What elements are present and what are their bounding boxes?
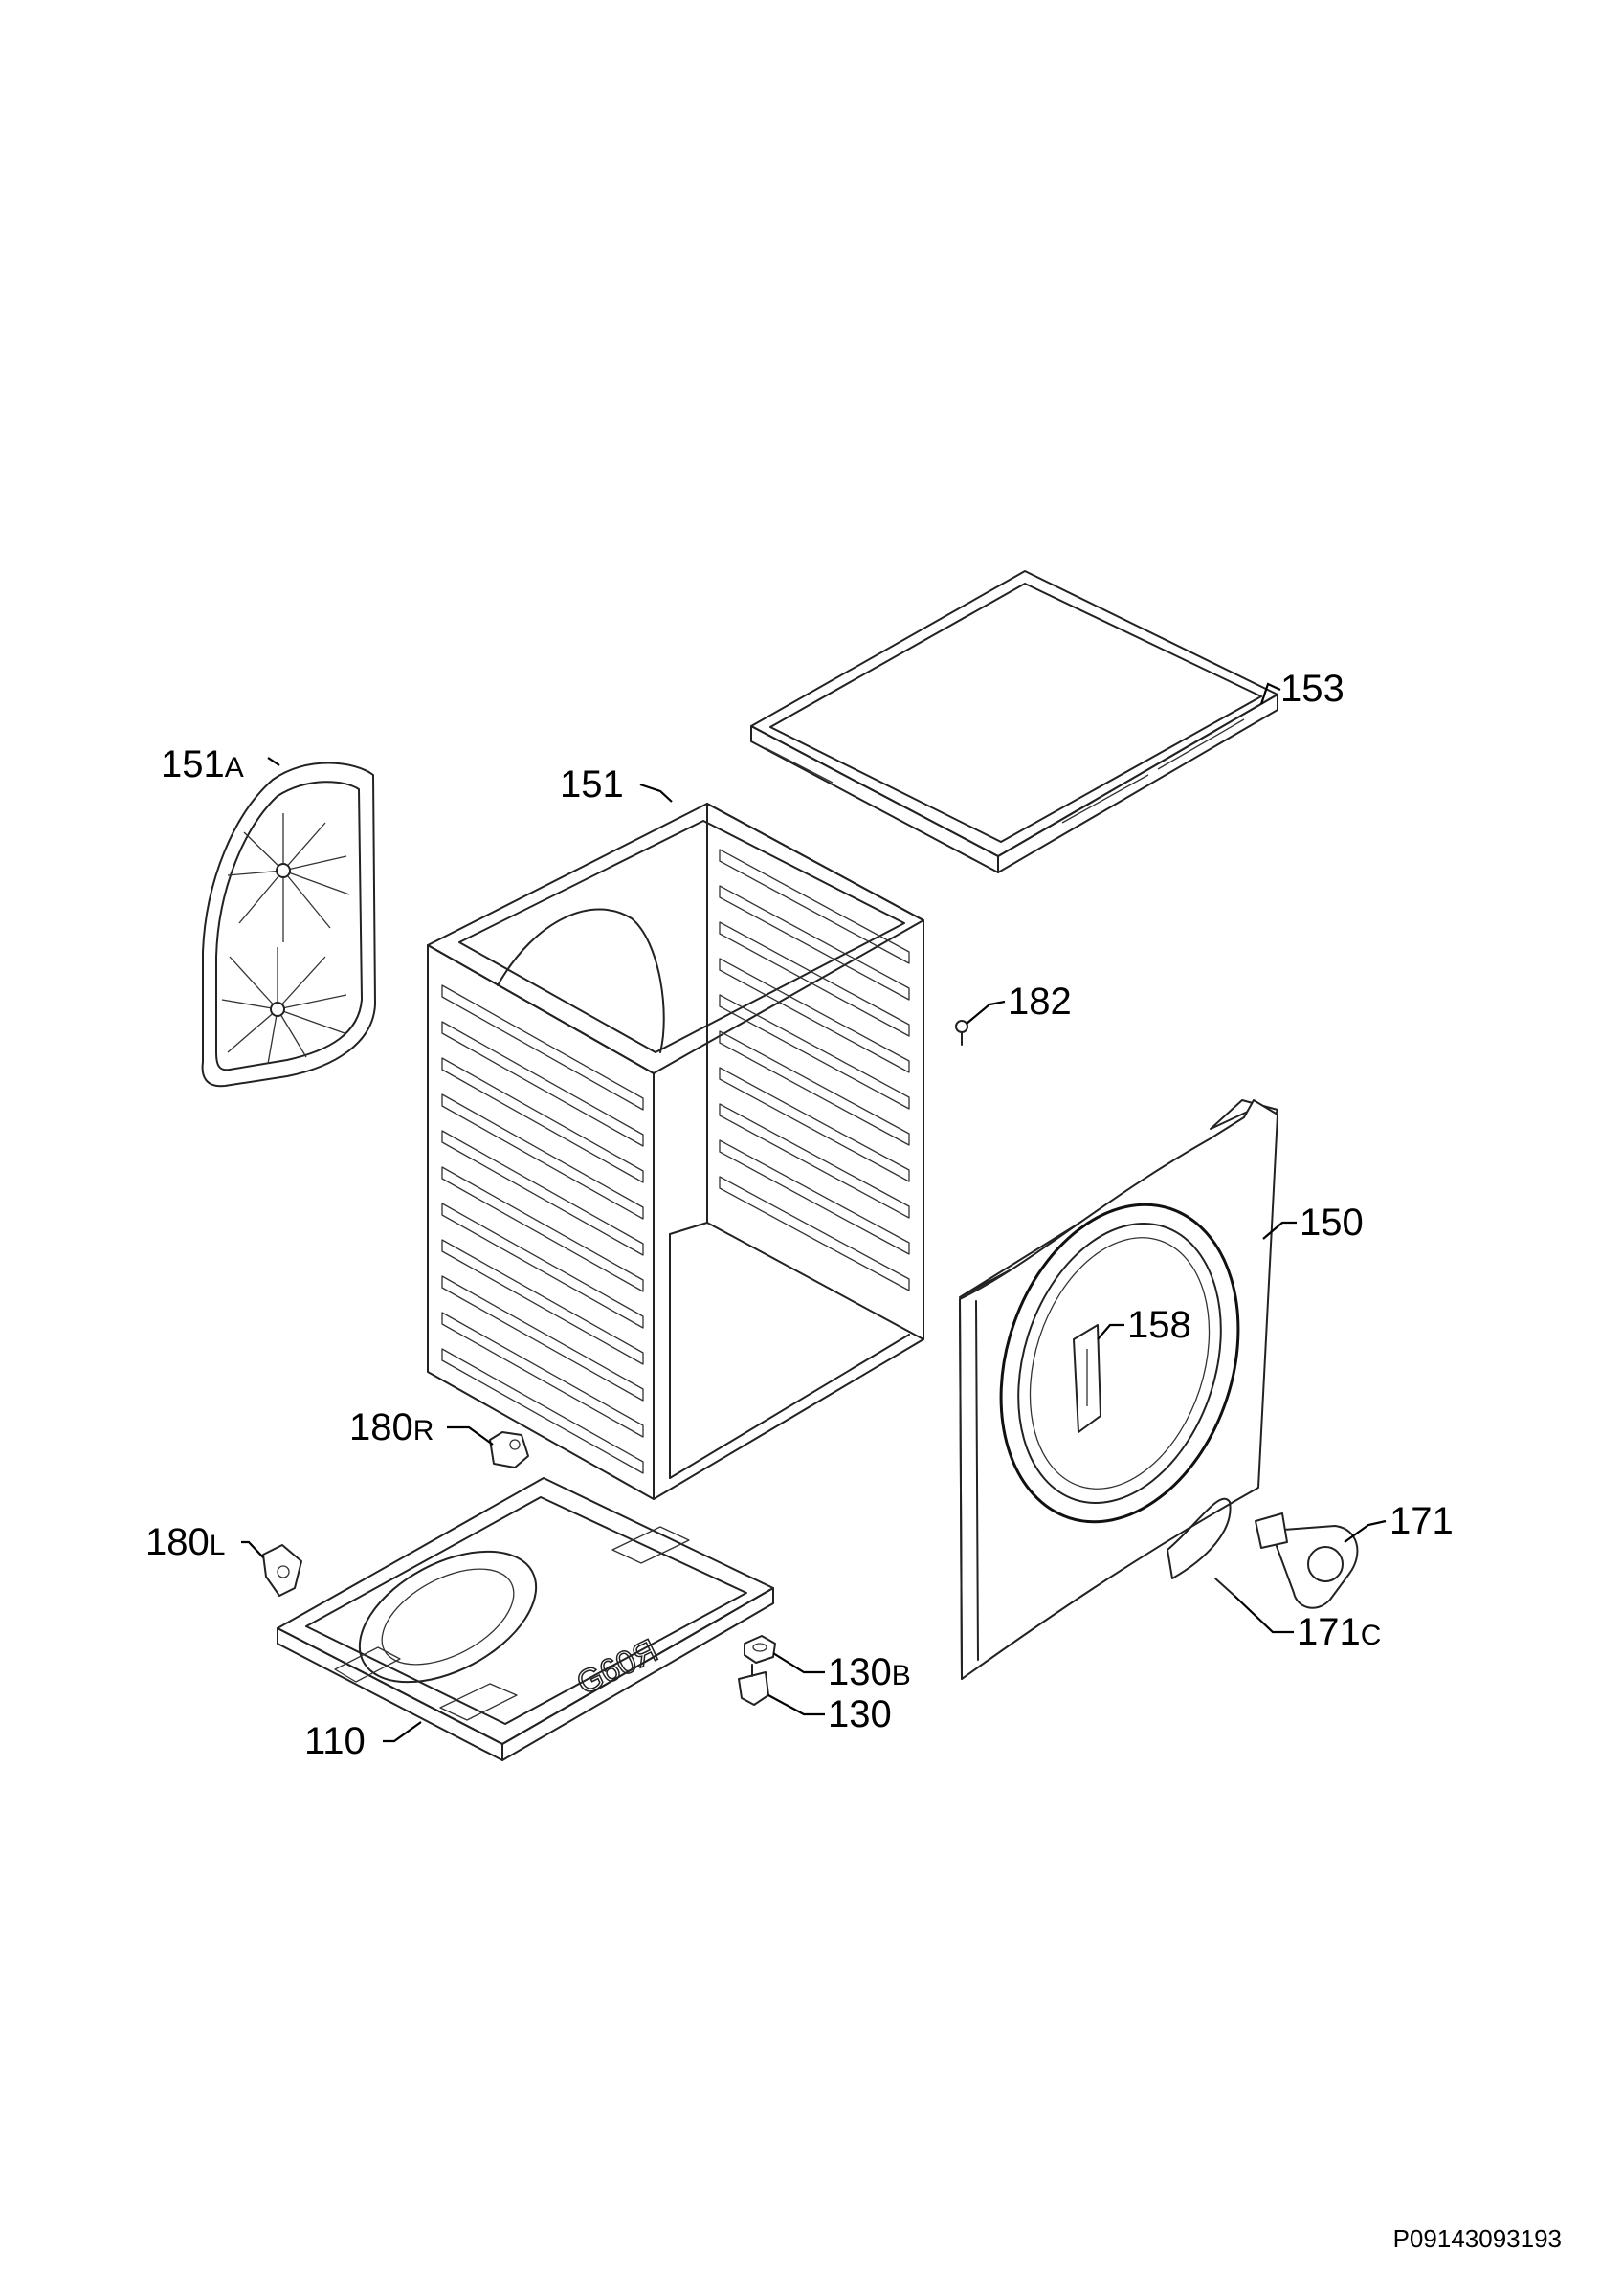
label-153: 153 [1280,668,1345,710]
label-180R: 180R [349,1406,434,1448]
label-180L: 180L [145,1521,225,1563]
part-110-base-frame [277,1477,774,1761]
part-171-door-lock [1255,1512,1359,1609]
part-153-top-cover [750,570,1278,873]
label-110: 110 [304,1720,366,1762]
label-130: 130 [828,1693,892,1735]
label-171C: 171C [1297,1611,1381,1653]
part-171C-lock-cable [1214,1578,1235,1597]
part-182-screw [955,1020,968,1046]
part-158-door-catch-plate [1073,1324,1101,1433]
part-180R-hinge-right [489,1431,529,1468]
label-171: 171 [1390,1500,1454,1542]
label-130B: 130B [828,1651,911,1693]
part-130B-foot-nut [744,1635,776,1664]
part-180L-hinge-left [262,1544,302,1597]
part-151A-rear-panel [201,762,376,1088]
leader-lines [241,682,1387,1743]
part-151-cabinet [427,803,924,1500]
label-151: 151 [560,763,624,806]
part-150-front-panel [959,1099,1278,1680]
label-151A: 151A [161,743,244,785]
label-158: 158 [1127,1304,1191,1346]
label-182: 182 [1008,981,1072,1023]
label-150: 150 [1300,1202,1364,1244]
drawing-code: P09143093193 [1392,2224,1562,2253]
part-130-adjustable-foot [738,1664,769,1706]
